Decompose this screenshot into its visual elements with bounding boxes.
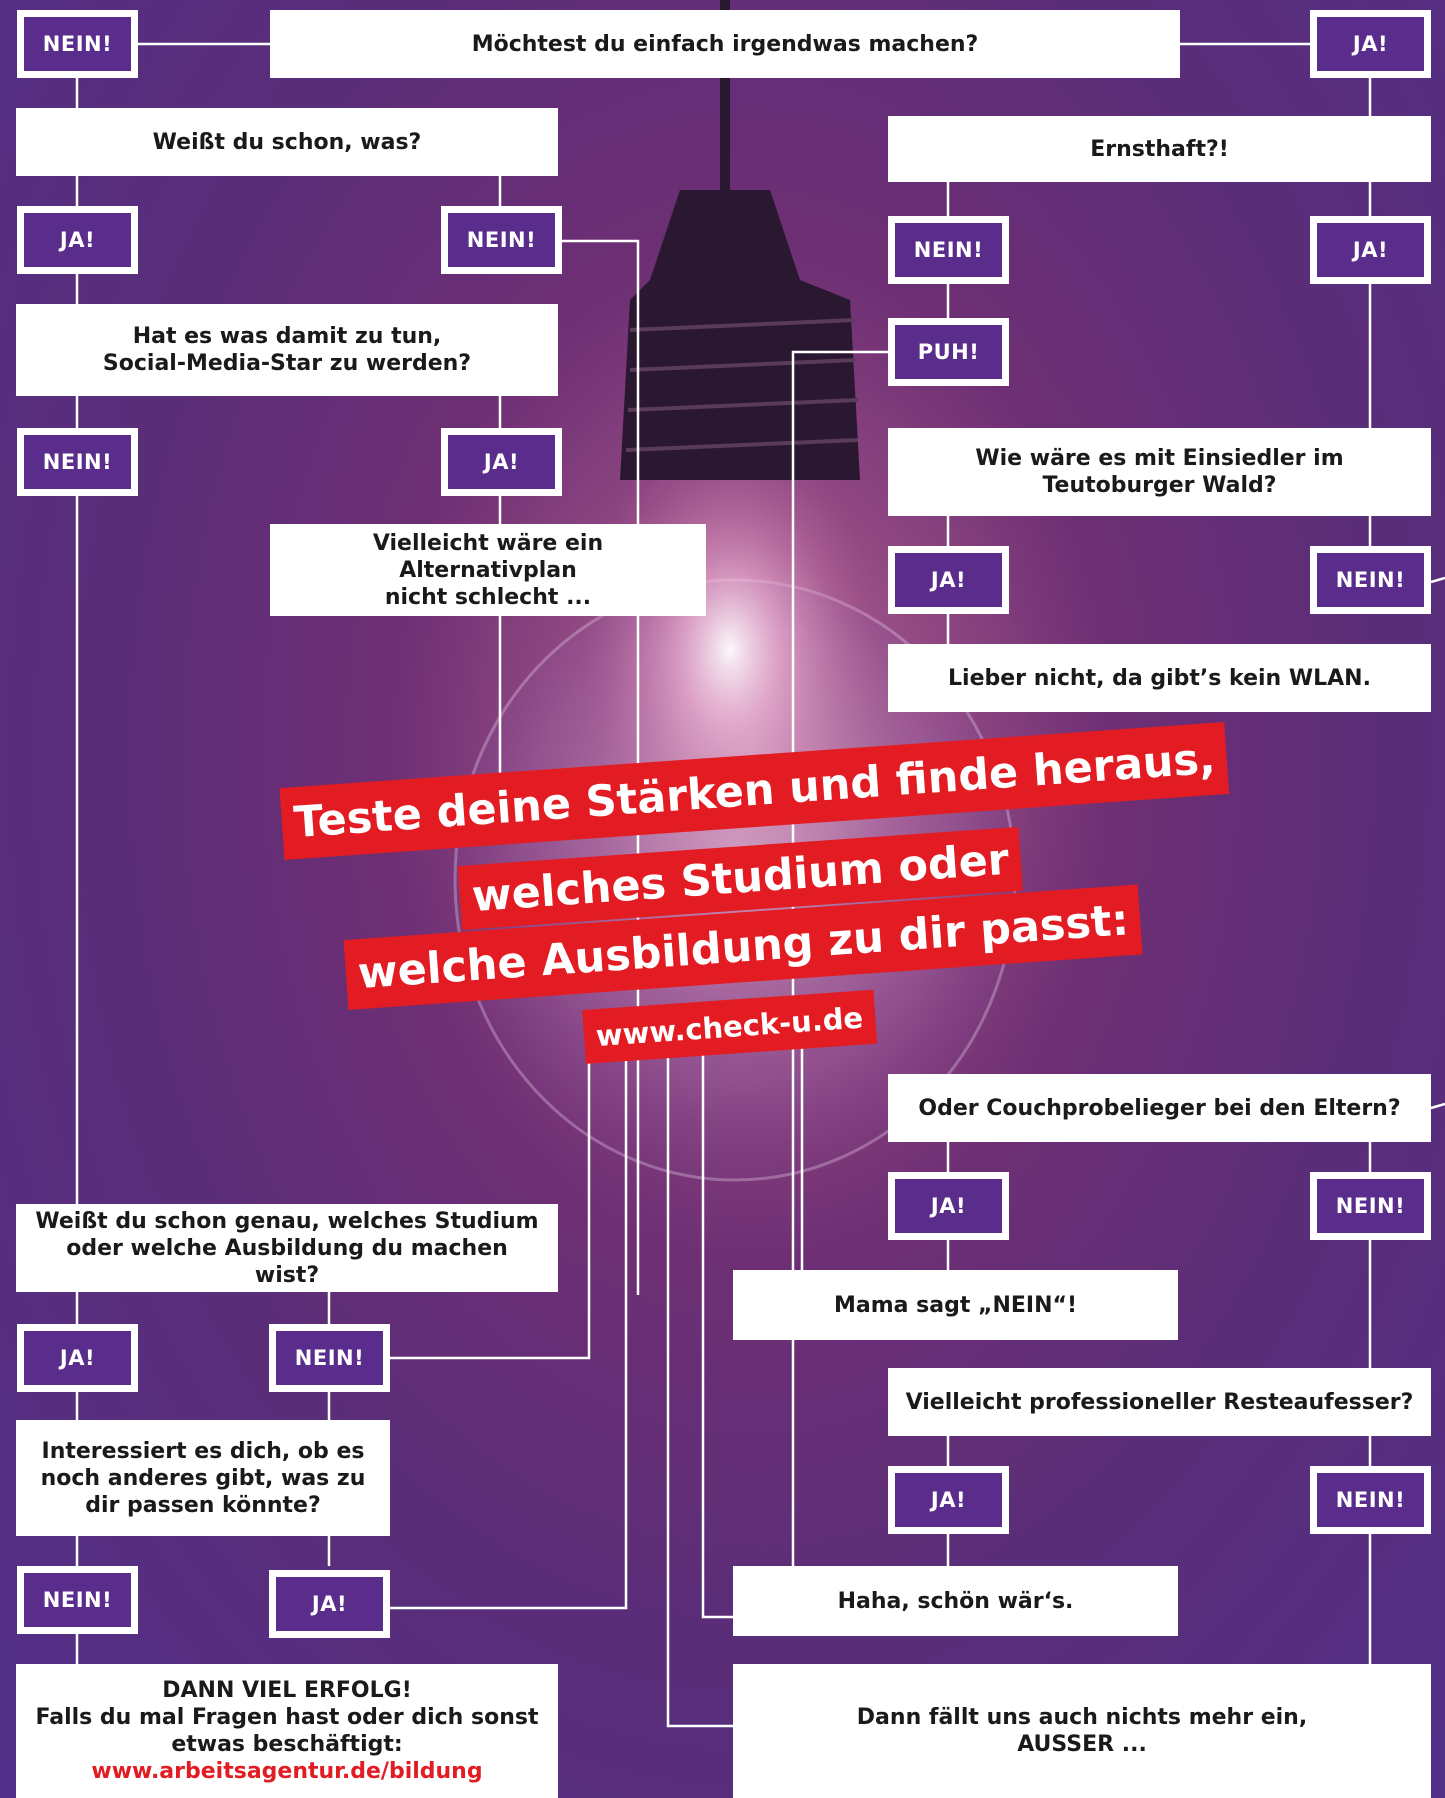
tag-nein-social: NEIN! xyxy=(17,428,138,496)
question-einsiedler: Wie wäre es mit Einsiedler im Teutoburge… xyxy=(888,428,1431,516)
question-einsiedler-line1: Wie wäre es mit Einsiedler im xyxy=(975,446,1344,471)
tag-ja-einsiedler: JA! xyxy=(888,546,1009,614)
question-weisst-du-genau: Weißt du schon genau, welches Studium od… xyxy=(16,1204,558,1292)
answer-alternativplan-line1: Vielleicht wäre ein Alternativplan xyxy=(372,530,604,583)
answer-viel-erfolg-line1: DANN VIEL ERFOLG! xyxy=(162,1678,412,1703)
tag-ja-ernsthaft: JA! xyxy=(1310,216,1431,284)
tag-ja-weisst-label: JA! xyxy=(24,213,131,267)
question-social-media: Hat es was damit zu tun, Social-Media-St… xyxy=(16,304,558,396)
question-social-media-line2: Social-Media-Star zu werden? xyxy=(102,351,472,376)
tag-ja-ernsthaft-label: JA! xyxy=(1317,223,1424,277)
tag-nein-social-label: NEIN! xyxy=(24,435,131,489)
answer-ausser: Dann fällt uns auch nichts mehr ein, AUS… xyxy=(733,1664,1431,1798)
question-einsiedler-line2: Teutoburger Wald? xyxy=(1042,473,1277,498)
tag-nein-couch-label: NEIN! xyxy=(1317,1179,1424,1233)
answer-alternativplan: Vielleicht wäre ein Alternativplan nicht… xyxy=(270,524,706,616)
question-weisst-du-was: Weißt du schon, was? xyxy=(16,108,558,176)
tag-nein-weisst: NEIN! xyxy=(441,206,562,274)
answer-viel-erfolg-line2: Falls du mal Fragen hast oder dich sonst xyxy=(35,1705,539,1730)
question-weisst-du-genau-line2: oder welche Ausbildung du machen wist? xyxy=(66,1235,508,1288)
tag-nein-couch: NEIN! xyxy=(1310,1172,1431,1240)
tag-ja-reste-label: JA! xyxy=(895,1473,1002,1527)
question-resteaufesser: Vielleicht professioneller Resteaufesser… xyxy=(888,1368,1431,1436)
tag-ja-couch-label: JA! xyxy=(895,1179,1002,1233)
answer-haha: Haha, schön wär‘s. xyxy=(733,1566,1178,1636)
question-social-media-line1: Hat es was damit zu tun, xyxy=(132,324,442,349)
tag-nein-einsiedler-label: NEIN! xyxy=(1317,553,1424,607)
tag-nein-genau: NEIN! xyxy=(269,1324,390,1392)
tag-ja-top: JA! xyxy=(1310,10,1431,78)
answer-viel-erfolg: DANN VIEL ERFOLG! Falls du mal Fragen ha… xyxy=(16,1664,558,1798)
answer-alternativplan-line2: nicht schlecht ... xyxy=(384,584,592,610)
tag-ja-anderes-label: JA! xyxy=(276,1577,383,1631)
tag-ja-social: JA! xyxy=(441,428,562,496)
question-anderes-line1: Interessiert es dich, ob es xyxy=(41,1438,365,1464)
question-weisst-du-genau-line1: Weißt du schon genau, welches Studium xyxy=(35,1208,539,1234)
tag-ja-einsiedler-label: JA! xyxy=(895,553,1002,607)
tag-nein-reste: NEIN! xyxy=(1310,1466,1431,1534)
tag-nein-ernsthaft: NEIN! xyxy=(888,216,1009,284)
tag-ja-weisst: JA! xyxy=(17,206,138,274)
question-ernsthaft: Ernsthaft?! xyxy=(888,116,1431,182)
question-anderes: Interessiert es dich, ob es noch anderes… xyxy=(16,1420,390,1536)
tag-nein-einsiedler: NEIN! xyxy=(1310,546,1431,614)
answer-ausser-line1: Dann fällt uns auch nichts mehr ein, xyxy=(856,1705,1308,1730)
question-anderes-line2: noch anderes gibt, was zu xyxy=(40,1465,366,1491)
tag-nein-reste-label: NEIN! xyxy=(1317,1473,1424,1527)
tag-ja-genau-label: JA! xyxy=(24,1331,131,1385)
tag-nein-anderes: NEIN! xyxy=(17,1566,138,1634)
tag-puh: PUH! xyxy=(888,318,1009,386)
tag-ja-anderes: JA! xyxy=(269,1570,390,1638)
question-anderes-line3: dir passen könnte? xyxy=(85,1492,321,1518)
tag-ja-reste: JA! xyxy=(888,1466,1009,1534)
answer-mama-sagt-nein: Mama sagt „NEIN“! xyxy=(733,1270,1178,1340)
tag-puh-label: PUH! xyxy=(895,325,1002,379)
tag-ja-genau: JA! xyxy=(17,1324,138,1392)
tag-ja-couch: JA! xyxy=(888,1172,1009,1240)
tag-nein-genau-label: NEIN! xyxy=(276,1331,383,1385)
tag-nein-top: NEIN! xyxy=(17,10,138,78)
tag-nein-top-label: NEIN! xyxy=(24,17,131,71)
tag-nein-ernsthaft-label: NEIN! xyxy=(895,223,1002,277)
tag-ja-top-label: JA! xyxy=(1317,17,1424,71)
question-start: Möchtest du einfach irgendwas machen? xyxy=(270,10,1180,78)
answer-viel-erfolg-line3: etwas beschäftigt: xyxy=(171,1732,403,1757)
answer-kein-wlan: Lieber nicht, da gibt’s kein WLAN. xyxy=(888,644,1431,712)
answer-ausser-line2: AUSSER ... xyxy=(1017,1732,1147,1757)
tag-ja-social-label: JA! xyxy=(448,435,555,489)
tag-nein-anderes-label: NEIN! xyxy=(24,1573,131,1627)
arbeitsagentur-link[interactable]: www.arbeitsagentur.de/bildung xyxy=(91,1759,483,1784)
tag-nein-weisst-label: NEIN! xyxy=(448,213,555,267)
question-couchprobelieger: Oder Couchprobelieger bei den Eltern? xyxy=(888,1074,1431,1142)
